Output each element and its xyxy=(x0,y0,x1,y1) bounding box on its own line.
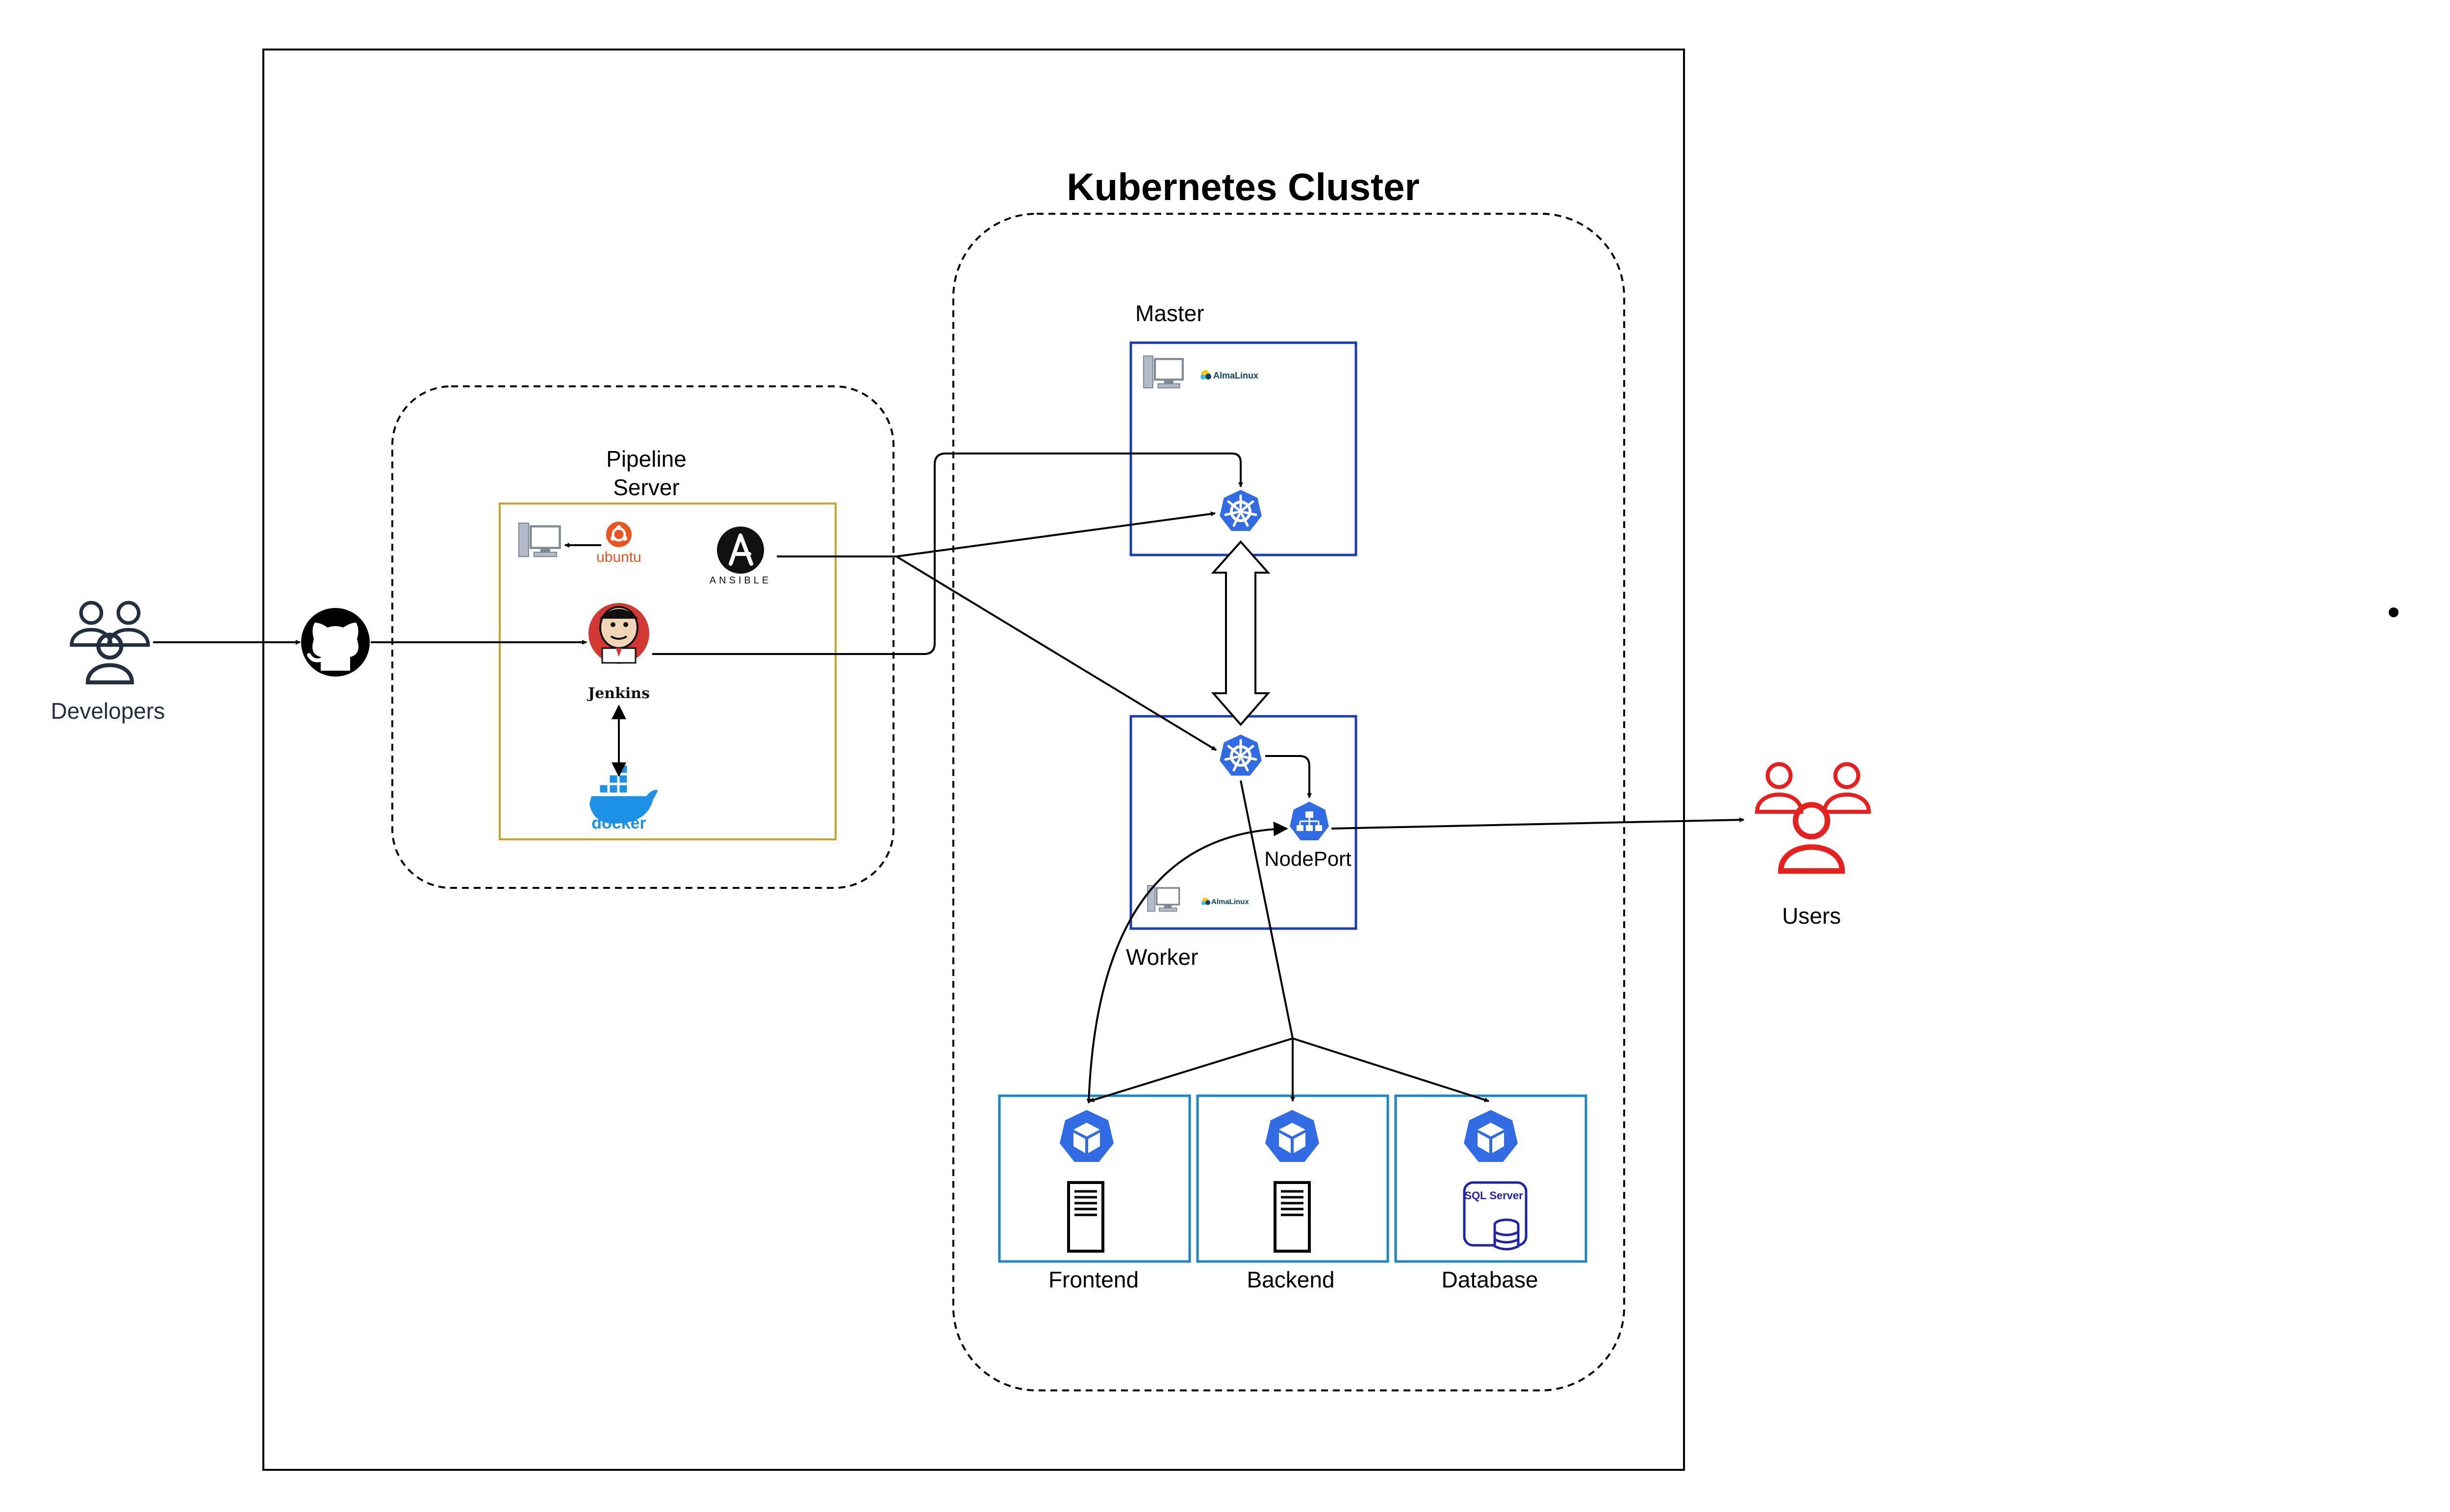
pipeline-label-line2: Server xyxy=(613,475,679,500)
edge-ansible-master xyxy=(777,511,1216,557)
pipeline-label-line1: Pipeline xyxy=(606,446,687,472)
pipeline-server-box xyxy=(499,503,837,840)
pod-database-label: Database xyxy=(1442,1267,1538,1292)
users-icon xyxy=(1757,764,1869,871)
pod-backend: Backend xyxy=(1196,1094,1389,1292)
edge-split-database xyxy=(1292,1037,1489,1103)
master-almalinux-label: AlmaLinux xyxy=(1213,371,1258,380)
pod-frontend: Frontend xyxy=(998,1094,1191,1292)
worker-label: Worker xyxy=(1126,944,1198,970)
worker-kubernetes-icon xyxy=(1219,733,1263,777)
worker-almalinux-logo-icon xyxy=(1201,898,1210,905)
ansible-logo-icon xyxy=(717,527,764,574)
ubuntu-label: ubuntu xyxy=(596,549,641,565)
edge-worker-pods xyxy=(1240,780,1294,1039)
edge-nodeport-users xyxy=(1331,817,1744,830)
master-worker-link xyxy=(1211,540,1271,727)
github-logo-icon xyxy=(301,608,370,677)
master-kubernetes-icon xyxy=(1219,489,1263,532)
sql-server-label: SQL Server xyxy=(1464,1189,1523,1202)
ansible-label: ANSIBLE xyxy=(710,575,771,586)
sql-server-icon xyxy=(1463,1181,1528,1251)
edge-ansible-worker xyxy=(895,555,1217,751)
edge-nodeport-frontend xyxy=(1086,821,1288,1104)
nodeport-label: NodePort xyxy=(1264,847,1352,870)
cluster-title: Kubernetes Cluster xyxy=(1067,165,1420,208)
pipeline-region xyxy=(391,385,894,889)
connectors xyxy=(153,453,1744,1104)
jenkins-logo-icon xyxy=(588,603,649,664)
pod-frontend-label: Frontend xyxy=(1048,1267,1139,1292)
edge-jenkins-master xyxy=(652,453,1243,655)
users-label: Users xyxy=(1782,903,1841,929)
master-almalinux-logo-icon xyxy=(1200,370,1211,379)
pod-database-icon xyxy=(1464,1110,1518,1162)
jenkins-label: Jenkins xyxy=(587,685,650,702)
pod-frontend-icon xyxy=(1060,1110,1114,1162)
kubernetes-cluster-region xyxy=(952,213,1625,1391)
master-label: Master xyxy=(1135,301,1204,326)
edge-worker-nodeport xyxy=(1265,755,1312,798)
pod-backend-label: Backend xyxy=(1247,1267,1334,1292)
developers-label: Developers xyxy=(51,698,165,724)
developers-icon xyxy=(72,603,148,682)
master-computer-icon xyxy=(1144,356,1183,388)
stray-dot xyxy=(2389,607,2399,617)
edge-split-frontend xyxy=(1089,1037,1293,1103)
pod-database: SQL Server Database xyxy=(1394,1094,1587,1292)
ubuntu-logo-icon xyxy=(606,522,632,547)
frontend-server-icon xyxy=(1069,1183,1103,1251)
worker-almalinux-label: AlmaLinux xyxy=(1211,898,1249,906)
pod-database-box xyxy=(1394,1094,1587,1263)
backend-server-icon xyxy=(1275,1183,1309,1251)
pod-backend-icon xyxy=(1265,1110,1319,1162)
nodeport-service-icon xyxy=(1287,799,1331,842)
docker-label: docker xyxy=(591,814,646,832)
pipeline-computer-icon xyxy=(519,523,560,556)
system-boundary xyxy=(262,49,1685,1471)
